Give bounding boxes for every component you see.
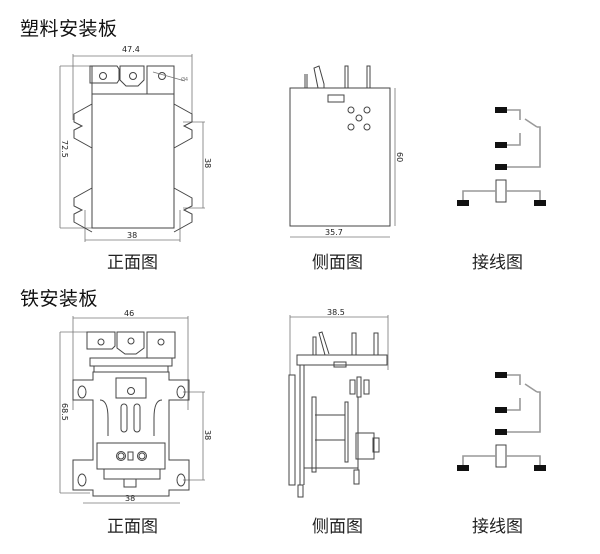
dim-plastic-side-height: 60 [395,152,404,162]
iron-wiring-diagram [457,372,546,471]
terminal-coil-1 [457,465,469,471]
section-title-plastic-mount: 塑料安装板 [20,18,118,40]
dim-plastic-width-top: 47.4 [122,45,140,54]
dim-plastic-width-bottom: 38 [127,231,137,240]
terminal-no [495,372,507,378]
iron-side-view: 38.5 [288,308,389,498]
caption-plastic-side: 侧面图 [312,253,363,273]
dim-iron-width-top: 46 [124,309,134,318]
relay-coil [495,179,507,203]
dim-plastic-hole-spacing: 38 [203,158,212,168]
dim-iron-width-bottom: 38 [125,494,135,503]
iron-front-view: 46 68.5 38 38 [59,309,212,504]
caption-iron-front: 正面图 [107,517,158,537]
terminal-coil-1 [457,200,469,206]
dim-iron-side-width: 38.5 [327,308,345,317]
dim-iron-hole-spacing: 38 [203,430,212,440]
terminal-com [495,429,507,435]
caption-plastic-front: 正面图 [107,253,158,273]
dim-plastic-hole-note: Ø4 [181,76,188,83]
caption-plastic-wiring: 接线图 [472,253,523,273]
dim-plastic-height: 72.5 [60,140,69,158]
terminal-coil-2 [534,200,546,206]
plastic-side-view: 60 35.7 [289,65,404,238]
terminal-nc [495,142,507,148]
switch-contact [524,118,538,128]
relay-coil [495,444,507,468]
terminal-nc [495,407,507,413]
caption-iron-wiring: 接线图 [472,517,523,537]
terminal-com [495,164,507,170]
section-title-iron-mount: 铁安装板 [20,288,99,310]
caption-iron-side: 侧面图 [312,517,363,537]
dim-iron-height: 68.5 [60,403,69,421]
switch-contact [524,383,538,393]
dim-plastic-side-width: 35.7 [325,228,343,237]
plastic-wiring-diagram [457,107,546,206]
terminal-coil-2 [534,465,546,471]
terminal-no [495,107,507,113]
plastic-front-view: 47.4 72.5 38 38 Ø4 [59,45,212,242]
